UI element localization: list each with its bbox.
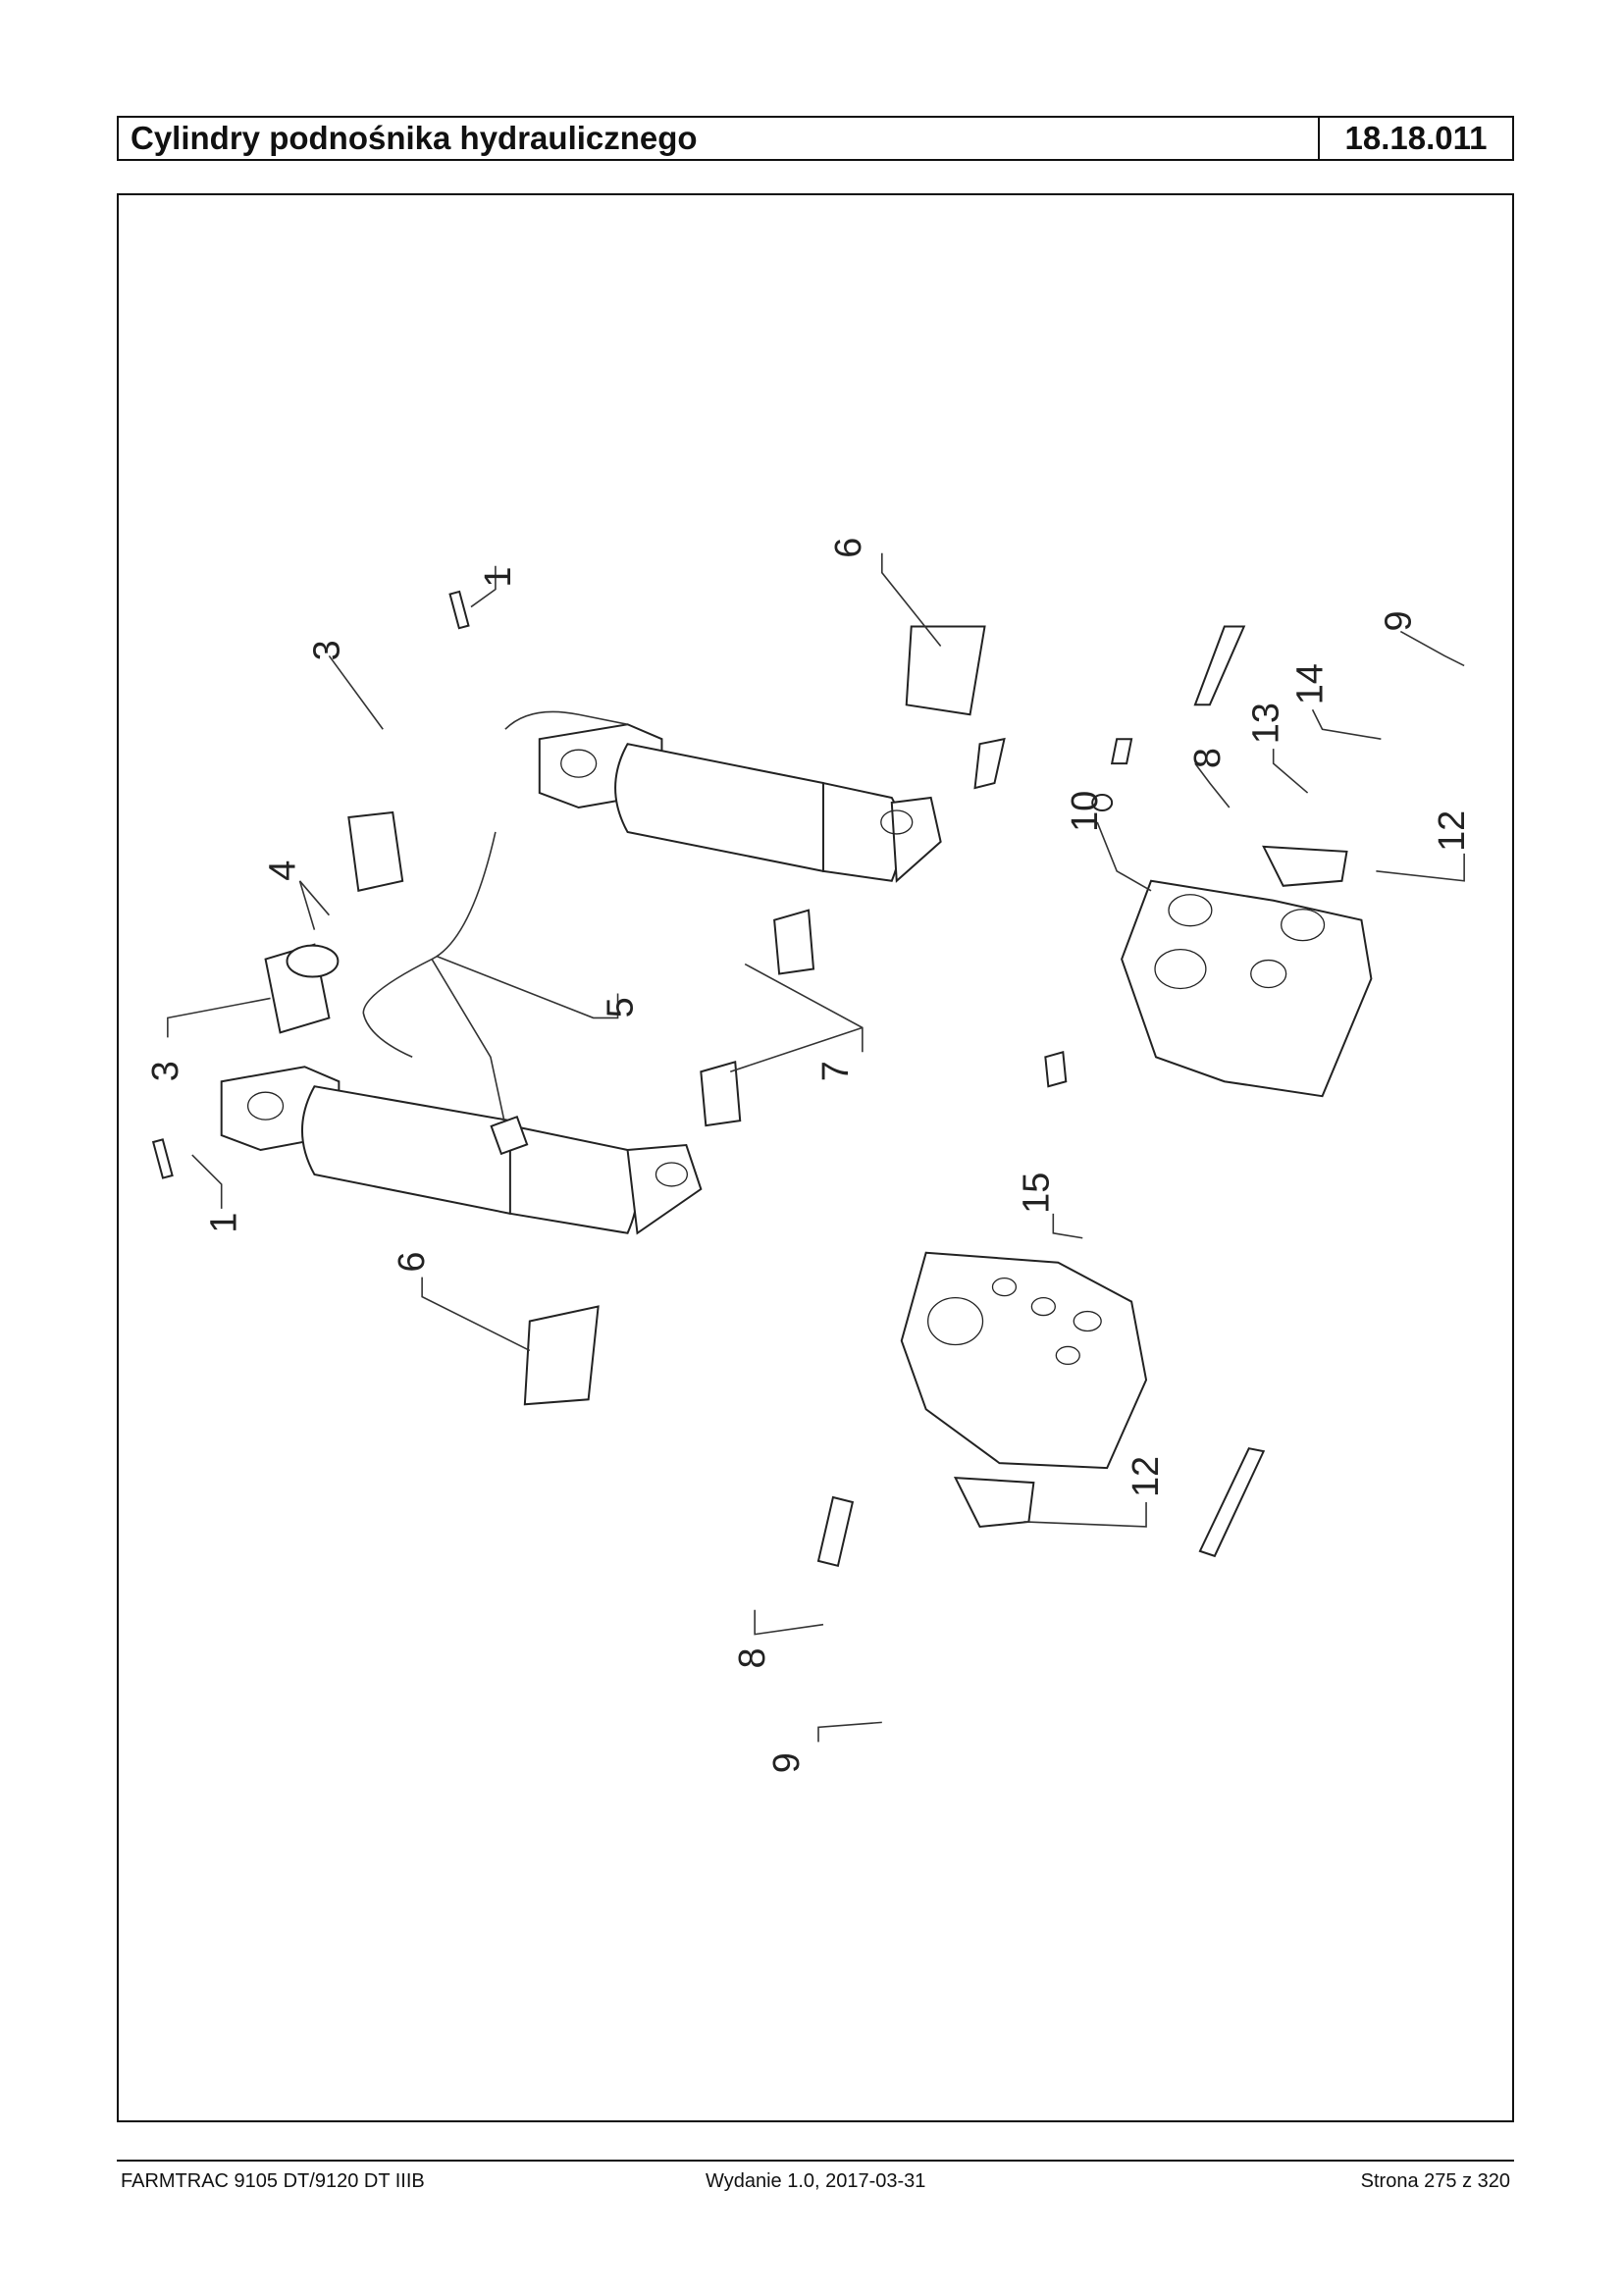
- callout-label: 3: [306, 640, 347, 660]
- callout-label: 7: [815, 1061, 857, 1081]
- lift-bracket-lower: [900, 1251, 1148, 1529]
- callout-label: 5: [601, 997, 642, 1017]
- page-footer: FARMTRAC 9105 DT/9120 DT IIIB Wydanie 1.…: [117, 2170, 1514, 2200]
- callout-label: 9: [1378, 610, 1419, 631]
- callout-label: 8: [732, 1647, 773, 1668]
- callout-label: 4: [262, 861, 303, 881]
- footer-edition: Wydanie 1.0, 2017-03-31: [706, 2170, 926, 2192]
- leader-lines: [167, 552, 1465, 1743]
- pins-and-bolts: [151, 590, 1266, 1568]
- callout-label: 12: [1432, 810, 1473, 852]
- callout-label: 9: [766, 1752, 808, 1773]
- callout-labels: 1 1 3 3 4 5 6 6 7 8 8 9 9 10 12 12 13 14…: [145, 538, 1473, 1774]
- callout-label: 12: [1126, 1456, 1167, 1497]
- lift-bracket-upper: [1121, 845, 1373, 1098]
- page-title: Cylindry podnośnika hydraulicznego: [119, 118, 1320, 159]
- hydraulic-cylinder-upper: [538, 723, 942, 883]
- hydraulic-cylinder-lower: [220, 1066, 703, 1235]
- callout-label: 1: [478, 567, 519, 588]
- footer-model: FARMTRAC 9105 DT/9120 DT IIIB: [121, 2170, 425, 2192]
- callout-label: 15: [1016, 1173, 1057, 1214]
- page-header: Cylindry podnośnika hydraulicznego 18.18…: [117, 116, 1514, 161]
- callout-label: 1: [204, 1213, 245, 1233]
- callout-label: 14: [1290, 663, 1332, 704]
- callout-label: 3: [145, 1061, 186, 1081]
- footer-divider: [117, 2160, 1514, 2162]
- callout-label: 6: [392, 1252, 433, 1273]
- callout-label: 6: [828, 538, 869, 558]
- section-code: 18.18.011: [1344, 120, 1488, 156]
- callout-label: 10: [1065, 791, 1106, 832]
- callout-label: 8: [1187, 748, 1229, 768]
- callout-label: 13: [1246, 703, 1287, 744]
- exploded-view-frame: 1 1 3 3 4 5 6 6 7 8 8 9 9 10 12 12 13 14…: [117, 193, 1514, 2122]
- footer-page-number: Strona 275 z 320: [1360, 2170, 1510, 2192]
- hydraulic-hoses: [362, 710, 628, 1156]
- exploded-parts-diagram: 1 1 3 3 4 5 6 6 7 8 8 9 9 10 12 12 13 14…: [145, 538, 1473, 1774]
